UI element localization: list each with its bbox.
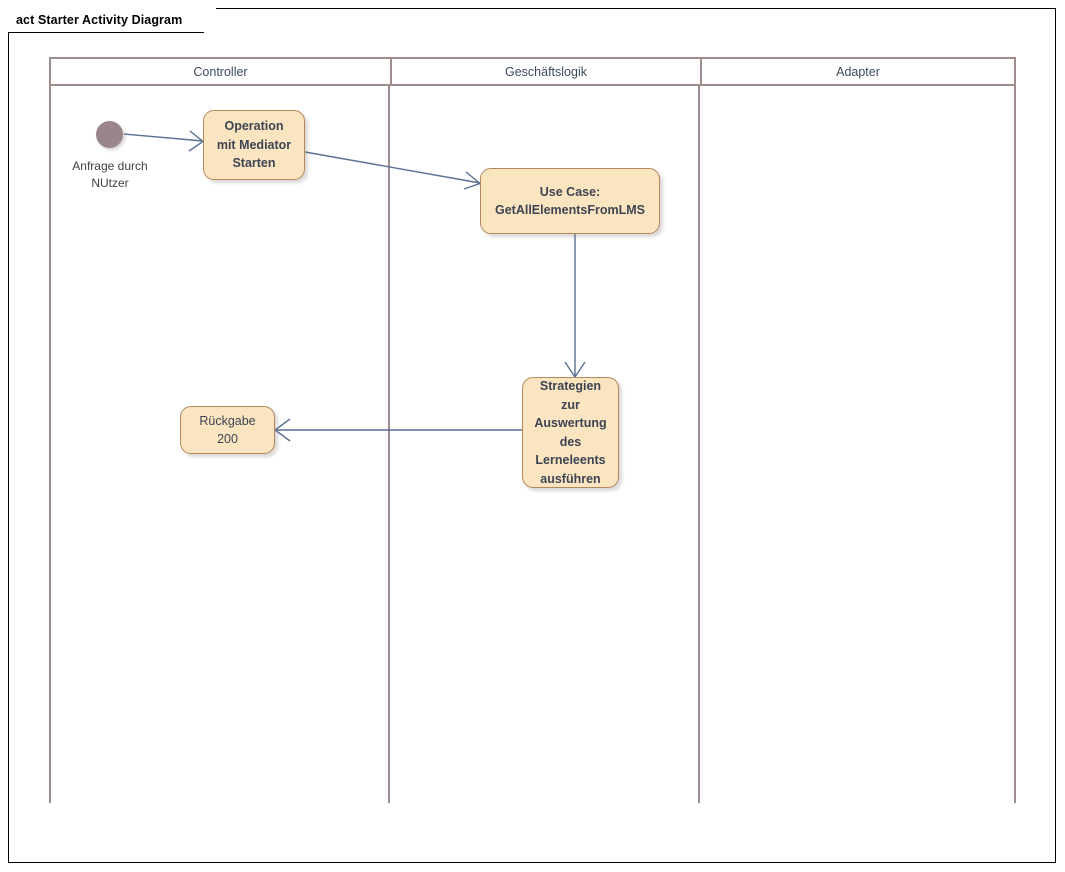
swimlane-divider-right [1014, 86, 1016, 803]
activity-node-label: Operation mit Mediator Starten [216, 119, 292, 171]
activity-node-label: Use Case: GetAllElementsFromLMS [494, 184, 646, 218]
start-node-icon[interactable] [96, 121, 123, 148]
activity-node-label: Strategien zur Auswertung des Lerneleent… [534, 379, 607, 486]
activity-node-operation-mit-mediator-starten[interactable]: Operation mit Mediator Starten [203, 110, 305, 180]
activity-node-label: Rückgabe 200 [199, 413, 256, 447]
diagram-title: act Starter Activity Diagram [16, 13, 183, 27]
swimlane-header-geschaeftslogik[interactable]: Geschäftslogik [392, 59, 702, 84]
swimlane-header-controller[interactable]: Controller [51, 59, 392, 84]
swimlane-label-geschaeftslogik: Geschäftslogik [505, 64, 587, 79]
swimlane-divider-controller-geschaeftslogik [388, 86, 390, 803]
swimlane-label-adapter: Adapter [836, 64, 880, 79]
swimlane-divider-left [49, 86, 51, 803]
swimlane-label-controller: Controller [193, 64, 248, 79]
title-tab-body: act Starter Activity Diagram [8, 8, 217, 32]
swimlane-divider-geschaeftslogik-adapter [698, 86, 700, 803]
swimlane-body [49, 86, 1016, 803]
activity-node-rueckgabe-200[interactable]: Rückgabe 200 [180, 406, 275, 454]
diagram-title-tab: act Starter Activity Diagram [8, 8, 217, 33]
start-node-label: Anfrage durch NUtzer [72, 159, 148, 190]
swimlane-header-row: Controller Geschäftslogik Adapter [49, 57, 1016, 86]
swimlane-header-adapter[interactable]: Adapter [702, 59, 1014, 84]
activity-node-strategien-zur-auswertung[interactable]: Strategien zur Auswertung des Lerneleent… [522, 377, 619, 488]
swimlane-container: Controller Geschäftslogik Adapter [49, 57, 1016, 803]
activity-node-use-case-getallelementsfromlms[interactable]: Use Case: GetAllElementsFromLMS [480, 168, 660, 234]
